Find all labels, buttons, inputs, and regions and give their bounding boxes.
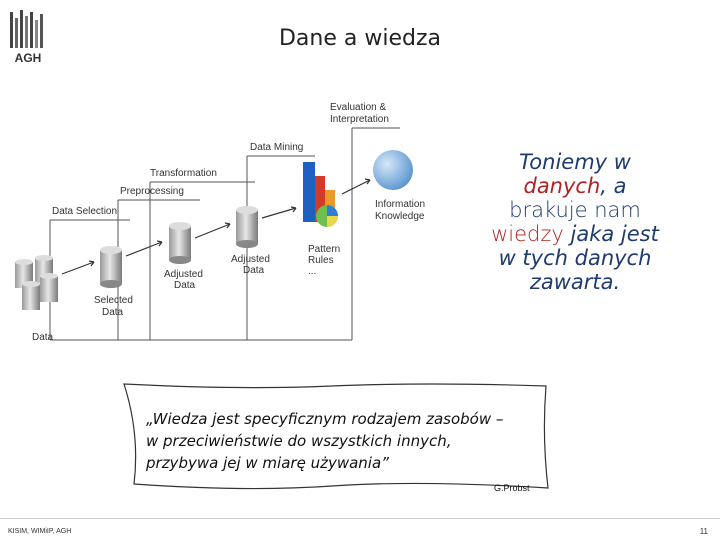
side-line-4-rest: jaka jest	[563, 222, 659, 246]
quote-frame	[123, 383, 549, 490]
stage-label-selected-1: Selected	[94, 295, 133, 306]
agh-logo-graphic: AGH	[10, 10, 43, 65]
kdd-process-diagram: Data Selection Preprocessing Transformat…	[15, 102, 425, 343]
side-line-3: brakuje nam	[509, 198, 641, 222]
side-line-5: w tych danych	[498, 246, 652, 270]
stage-label-selected-2: Data	[102, 307, 124, 318]
quote-line-1: „Wiedza jest specyficznym rodzajem zasob…	[146, 410, 504, 428]
pattern-chart-icon	[303, 162, 338, 227]
stage-label-pattern: Pattern	[308, 244, 340, 255]
step-label-data-mining: Data Mining	[250, 142, 303, 153]
adjusted-data-cylinder-icon-1	[169, 222, 191, 264]
side-word-danych: danych	[523, 174, 601, 198]
page-number: 11	[699, 527, 708, 536]
flow-arrows	[61, 178, 371, 275]
step-label-evaluation-1: Evaluation &	[330, 102, 386, 113]
side-line-1: Toniemy w	[519, 150, 631, 174]
step-label-preprocessing: Preprocessing	[120, 186, 184, 197]
step-label-evaluation-2: Interpretation	[330, 114, 389, 125]
stage-label-adjusted-2b: Data	[243, 265, 265, 276]
data-cylinders-icon	[15, 255, 58, 310]
step-label-data-selection: Data Selection	[52, 206, 117, 217]
footer-institution: KISIM, WIMiIP, AGH	[8, 528, 72, 535]
quote-author: G.Probst	[494, 483, 530, 493]
stage-label-adjusted-1b: Data	[174, 280, 196, 291]
quote-text: „Wiedza jest specyficznym rodzajem zasob…	[146, 408, 546, 474]
footer-divider	[0, 518, 720, 519]
stage-label-knowledge: Knowledge	[375, 211, 425, 222]
slide-title: Dane a wiedza	[278, 26, 441, 51]
stage-label-adjusted-2a: Adjusted	[231, 254, 270, 265]
quote-line-2: w przeciwieństwie do wszystkich innych,	[146, 432, 452, 450]
adjusted-data-cylinder-icon-2	[236, 206, 258, 248]
side-line-2-rest: , a	[600, 174, 627, 198]
agh-logo: AGH	[8, 8, 48, 66]
selected-data-cylinder-icon	[100, 246, 122, 288]
side-line-6: zawarta.	[529, 270, 621, 294]
stage-label-data: Data	[32, 332, 54, 343]
quote-line-3: przybywa jej w miarę używania”	[146, 454, 389, 472]
side-statement: Toniemy w danych, a brakuje nam wiedzy j…	[470, 150, 680, 294]
logo-text: AGH	[15, 51, 42, 65]
step-label-transformation: Transformation	[150, 168, 217, 179]
stage-label-adjusted-1a: Adjusted	[164, 269, 203, 280]
stage-label-rules: Rules	[308, 255, 334, 266]
stage-label-information: Information	[375, 199, 425, 210]
knowledge-sphere-icon	[373, 150, 413, 190]
side-word-wiedzy: wiedzy	[491, 222, 564, 246]
stage-label-ellipsis: ...	[308, 266, 316, 277]
